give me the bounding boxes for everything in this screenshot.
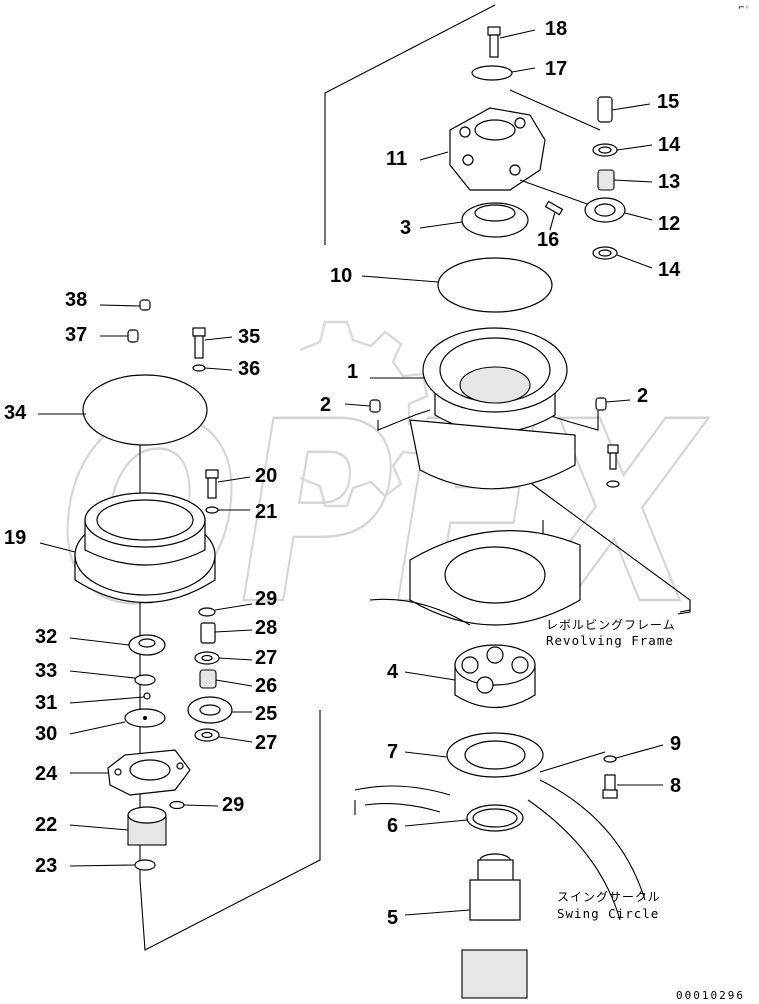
part-24-carrier bbox=[70, 749, 191, 796]
callout-21: 21 bbox=[255, 501, 277, 523]
callout-29-bottom: 29 bbox=[222, 794, 244, 816]
part-38-plug bbox=[99, 299, 151, 311]
callout-16: 16 bbox=[537, 229, 559, 251]
part-9-washer bbox=[603, 744, 664, 763]
part-17-plate bbox=[471, 65, 536, 81]
part-25-planet-gear bbox=[187, 696, 252, 724]
part-23-plate bbox=[69, 859, 156, 871]
part-29-snap-ring-bottom bbox=[169, 800, 219, 810]
part-27-washer-top bbox=[194, 651, 253, 665]
callout-29-top: 29 bbox=[255, 588, 277, 610]
callout-8: 8 bbox=[670, 775, 681, 797]
callout-11: 11 bbox=[386, 148, 407, 170]
watermark-opex: OPEX bbox=[59, 320, 710, 660]
swing-circle-label-jp: スイングサークル bbox=[557, 890, 661, 904]
callout-2-right: 2 bbox=[637, 385, 648, 407]
part-29-snap-ring-top bbox=[198, 603, 253, 617]
part-15-pin bbox=[597, 96, 651, 123]
part-12-planet-gear bbox=[584, 197, 653, 223]
callout-31: 31 bbox=[35, 692, 57, 714]
callout-18: 18 bbox=[545, 18, 567, 40]
part-27-washer-bottom bbox=[194, 728, 253, 743]
callout-2-left: 2 bbox=[320, 394, 331, 416]
part-1-housing bbox=[370, 327, 576, 490]
part-8-bolt bbox=[602, 774, 663, 799]
callout-30: 30 bbox=[35, 723, 57, 745]
part-31-ball bbox=[69, 692, 151, 704]
callout-19: 19 bbox=[4, 527, 26, 549]
callout-28: 28 bbox=[255, 617, 277, 639]
part-3-sun-gear bbox=[419, 202, 529, 238]
part-16-pin bbox=[544, 200, 564, 231]
part-37-plug bbox=[100, 329, 139, 343]
callout-32: 32 bbox=[35, 626, 57, 648]
callout-14-top: 14 bbox=[658, 134, 681, 156]
callout-7: 7 bbox=[387, 741, 398, 763]
callout-35: 35 bbox=[238, 326, 260, 348]
part-11-carrier bbox=[419, 89, 601, 206]
callout-24: 24 bbox=[35, 763, 58, 785]
part-2-plug-left bbox=[344, 399, 381, 413]
callout-20: 20 bbox=[255, 465, 277, 487]
part-32-bearing bbox=[69, 634, 166, 656]
callout-10: 10 bbox=[330, 265, 352, 287]
callout-5: 5 bbox=[387, 907, 398, 929]
part-7-cover bbox=[404, 732, 606, 778]
revolving-frame bbox=[369, 530, 691, 626]
part-18-bolt bbox=[487, 26, 536, 58]
part-30-thrust-plate bbox=[69, 708, 166, 735]
part-21-washer bbox=[205, 506, 250, 514]
callout-27-bottom: 27 bbox=[255, 732, 277, 754]
revolving-frame-label-en: Revolving Frame bbox=[546, 633, 674, 648]
part-36-washer bbox=[192, 364, 233, 372]
callout-4: 4 bbox=[387, 661, 399, 683]
part-4-bearing bbox=[404, 644, 536, 709]
part-19-ring-gear bbox=[39, 492, 216, 603]
callout-38: 38 bbox=[65, 289, 87, 311]
callout-25: 25 bbox=[255, 703, 277, 725]
part-6-ring bbox=[404, 804, 524, 832]
callout-9: 9 bbox=[670, 733, 681, 755]
document-number: 00010296 bbox=[676, 989, 745, 1002]
part-34-cover-plate bbox=[38, 374, 208, 446]
corner-mark: ⌐◦ bbox=[738, 3, 749, 12]
callout-34: 34 bbox=[4, 402, 27, 424]
part-2-plug-right bbox=[595, 397, 631, 411]
callout-22: 22 bbox=[35, 814, 57, 836]
part-13-needle-bearing bbox=[597, 169, 653, 191]
part-28-pin bbox=[200, 622, 253, 644]
callout-23: 23 bbox=[35, 855, 57, 877]
callout-27-top: 27 bbox=[255, 647, 277, 669]
part-33-plate bbox=[69, 670, 156, 686]
callout-3: 3 bbox=[400, 217, 411, 239]
part-5-pinion-shaft bbox=[404, 853, 528, 999]
part-10-o-ring bbox=[361, 257, 553, 313]
callout-33: 33 bbox=[35, 660, 57, 682]
callout-14-bottom: 14 bbox=[658, 259, 681, 281]
part-22-pinion-gear bbox=[69, 806, 167, 846]
callout-15: 15 bbox=[657, 91, 679, 113]
housing-bolt-right bbox=[606, 444, 620, 488]
callout-12: 12 bbox=[658, 213, 680, 235]
part-26-needle-bearing bbox=[199, 669, 253, 689]
revolving-frame-label-jp: レボルビングフレーム bbox=[546, 618, 676, 632]
part-14-washer-top bbox=[592, 143, 653, 157]
part-20-bolt bbox=[205, 469, 251, 499]
callout-36: 36 bbox=[238, 358, 260, 380]
swing-circle bbox=[354, 779, 646, 921]
swing-circle-label-en: Swing Circle bbox=[557, 906, 659, 921]
callout-37: 37 bbox=[65, 324, 87, 346]
callout-6: 6 bbox=[387, 815, 398, 837]
part-35-bolt bbox=[192, 327, 233, 359]
callout-13: 13 bbox=[658, 171, 680, 193]
callout-26: 26 bbox=[255, 675, 277, 697]
callout-1: 1 bbox=[347, 361, 358, 383]
part-14-washer-bottom bbox=[592, 246, 653, 269]
callout-17: 17 bbox=[545, 58, 567, 80]
